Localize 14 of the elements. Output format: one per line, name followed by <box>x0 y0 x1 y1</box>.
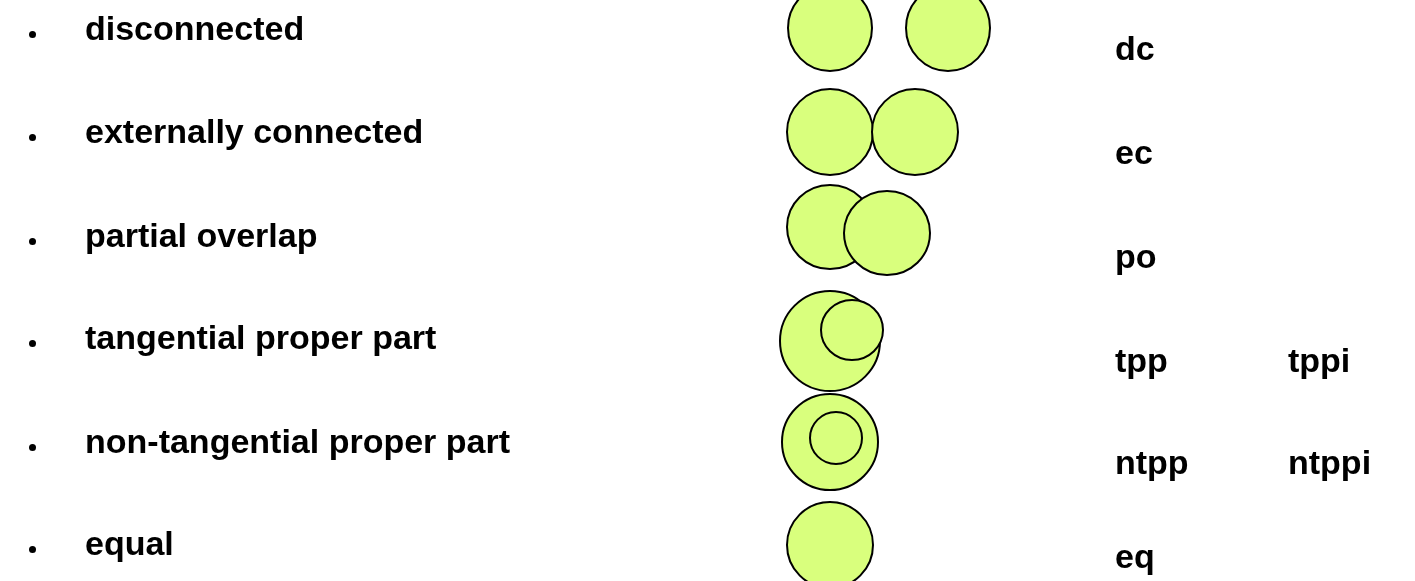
relation-abbreviation: ntppi <box>1288 444 1372 480</box>
relation-name: equal <box>85 525 174 561</box>
relation-abbreviation: tppi <box>1288 342 1351 378</box>
relation-name: tangential proper part <box>85 319 437 355</box>
relation-abbreviation: po <box>1115 238 1157 274</box>
relation-name: externally connected <box>85 113 424 149</box>
relation-abbreviation: ntpp <box>1115 444 1189 480</box>
relation-name: partial overlap <box>85 217 318 253</box>
relation-abbreviation: ec <box>1115 134 1153 170</box>
relation-name: non-tangential proper part <box>85 423 510 459</box>
relation-abbreviation: eq <box>1115 538 1155 574</box>
relation-abbreviation: tpp <box>1115 342 1168 378</box>
relation-abbreviation: dc <box>1115 30 1155 66</box>
relation-name: disconnected <box>85 10 305 46</box>
